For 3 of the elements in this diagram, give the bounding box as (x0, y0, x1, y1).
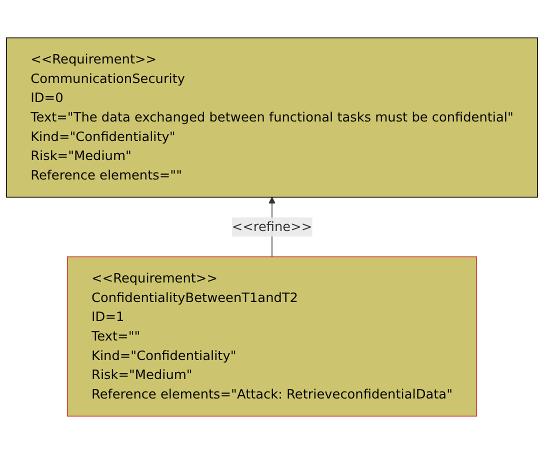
node-box: <<Requirement>> CommunicationSecurity ID=0 Text="The data exchanged between functional tasks must be confidential" Kind="Confidentiality" Risk="Medium" Reference elements="" (6, 37, 538, 198)
node-box: <<Requirement>> ConfidentialityBetweenT1andT2 ID=1 Text="" Kind="Confidentiality" Risk="Medium" Reference elements="Attack: RetrieveconfidentialData" (66, 256, 478, 417)
edge-label: <<refine>> (232, 218, 312, 234)
